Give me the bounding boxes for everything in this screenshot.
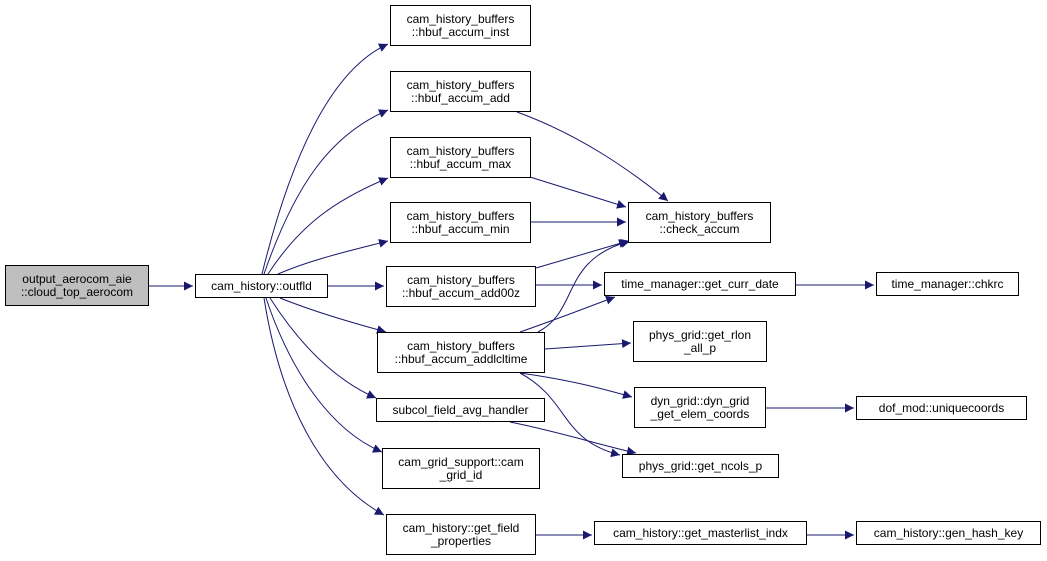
node-label: cam_history_buffers::hbuf_accum_addlclti…: [394, 338, 528, 366]
node-label-line: ::check_accum: [659, 221, 740, 236]
edge-outfld-to-accum-add: [263, 109, 389, 275]
node-label-line: _all_p: [683, 340, 716, 355]
node-accum-min[interactable]: cam_history_buffers::hbuf_accum_min: [390, 202, 531, 243]
node-label-line: _get_elem_coords: [650, 406, 750, 421]
edge-outfld-to-accum-inst: [261, 43, 389, 275]
node-label: time_manager::chkrc: [891, 276, 1004, 291]
node-label-line: ::hbuf_accum_add00z: [401, 285, 521, 300]
node-accum-max[interactable]: cam_history_buffers::hbuf_accum_max: [390, 137, 531, 178]
node-grid-id[interactable]: cam_grid_support::cam_grid_id: [382, 448, 540, 489]
node-label: output_aerocom_aie::cloud_top_aerocom: [20, 271, 134, 299]
node-label: cam_history::outfld: [211, 278, 312, 293]
node-rlon[interactable]: phys_grid::get_rlon_all_p: [633, 321, 767, 362]
node-accum-add[interactable]: cam_history_buffers::hbuf_accum_add: [390, 71, 531, 112]
edge-addlcltime-to-ncols: [519, 372, 621, 458]
node-label-line: ::hbuf_accum_max: [409, 156, 512, 171]
node-masterlist[interactable]: cam_history::get_masterlist_indx: [594, 521, 807, 545]
node-label-line: _properties: [430, 533, 492, 548]
edge-outfld-to-get-field: [263, 297, 385, 516]
node-label-line: ::hbuf_accum_inst: [411, 24, 510, 39]
node-outfld[interactable]: cam_history::outfld: [195, 274, 328, 298]
node-root: output_aerocom_aie::cloud_top_aerocom: [5, 265, 149, 306]
node-get-field[interactable]: cam_history::get_field_properties: [386, 514, 536, 555]
node-label-line: cam_history::get_masterlist_indx: [613, 525, 788, 540]
node-accum-addlcltime[interactable]: cam_history_buffers::hbuf_accum_addlclti…: [377, 332, 545, 373]
node-label: cam_history::get_masterlist_indx: [613, 525, 788, 540]
node-chkrc[interactable]: time_manager::chkrc: [876, 272, 1019, 296]
node-elem-coords[interactable]: dyn_grid::dyn_grid_get_elem_coords: [634, 387, 766, 428]
edge-accum-add00z-to-check: [535, 239, 629, 269]
node-ncols[interactable]: phys_grid::get_ncols_p: [622, 454, 779, 478]
edge-accum-add-to-check: [516, 111, 669, 202]
node-accum-inst[interactable]: cam_history_buffers::hbuf_accum_inst: [390, 5, 531, 46]
edge-outfld-to-accum-max: [267, 177, 389, 275]
node-label: cam_history_buffers::hbuf_accum_inst: [406, 11, 515, 39]
edge-outfld-to-subcol: [269, 297, 377, 399]
edge-outfld-to-grid-id: [265, 297, 383, 453]
edge-outfld-to-accum-addlcltime: [279, 297, 387, 334]
node-label-line: subcol_field_avg_handler: [392, 402, 529, 417]
node-label-line: phys_grid::get_ncols_p: [638, 458, 763, 473]
node-accum-add00z[interactable]: cam_history_buffers::hbuf_accum_add00z: [386, 266, 536, 307]
node-label-line: dyn_grid::dyn_grid: [650, 393, 750, 408]
edge-addlcltime-to-curr-date: [519, 295, 616, 333]
node-label: dof_mod::uniquecoords: [878, 400, 1005, 415]
node-hash-key[interactable]: cam_history::gen_hash_key: [856, 521, 1041, 545]
node-label-line: ::hbuf_accum_min: [411, 221, 510, 236]
node-label: phys_grid::get_ncols_p: [638, 458, 763, 473]
node-label-line: time_manager::chkrc: [891, 276, 1004, 291]
node-label-line: cam_history_buffers: [406, 208, 515, 223]
edge-outfld-to-accum-min: [277, 238, 389, 275]
node-uniquecoords[interactable]: dof_mod::uniquecoords: [856, 396, 1027, 420]
node-label: cam_history_buffers::hbuf_accum_add00z: [401, 272, 521, 300]
node-label-line: ::cloud_top_aerocom: [20, 284, 134, 299]
edge-accum-max-to-check: [529, 176, 627, 209]
node-label-line: time_manager::get_curr_date: [621, 276, 779, 291]
node-label-line: cam_history_buffers: [407, 272, 515, 287]
node-label-line: _grid_id: [439, 467, 483, 482]
node-curr-date[interactable]: time_manager::get_curr_date: [604, 272, 796, 296]
node-label-line: cam_grid_support::cam: [398, 454, 524, 469]
node-label-line: phys_grid::get_rlon: [648, 327, 752, 342]
node-label: dyn_grid::dyn_grid_get_elem_coords: [650, 393, 750, 421]
node-label-line: cam_history::get_field: [402, 520, 520, 535]
node-label: time_manager::get_curr_date: [621, 276, 779, 291]
edge-subcol-to-ncols: [509, 421, 637, 456]
node-label: cam_history_buffers::hbuf_accum_add: [406, 77, 515, 105]
node-label: cam_history_buffers::hbuf_accum_min: [406, 208, 515, 236]
node-label: phys_grid::get_rlon_all_p: [648, 327, 752, 355]
node-label-line: cam_history_buffers: [407, 338, 515, 353]
node-check-accum[interactable]: cam_history_buffers::check_accum: [628, 202, 771, 243]
node-subcol[interactable]: subcol_field_avg_handler: [376, 398, 545, 422]
node-label-line: dof_mod::uniquecoords: [878, 400, 1005, 415]
node-label-line: ::hbuf_accum_addlcltime: [394, 351, 528, 366]
node-label-line: cam_history_buffers: [645, 208, 754, 223]
node-label: cam_history_buffers::check_accum: [645, 208, 754, 236]
node-label-line: cam_history::gen_hash_key: [873, 525, 1024, 540]
node-label-line: cam_history_buffers: [406, 143, 515, 158]
node-label-line: output_aerocom_aie: [22, 271, 132, 286]
edge-addlcltime-to-rlon: [544, 339, 632, 350]
node-label-line: cam_history_buffers: [406, 11, 515, 26]
node-label-line: ::hbuf_accum_add: [411, 90, 510, 105]
node-label: cam_grid_support::cam_grid_id: [398, 454, 524, 482]
node-label-line: cam_history::outfld: [211, 278, 312, 293]
node-label: cam_history::get_field_properties: [402, 520, 520, 548]
node-label: cam_history_buffers::hbuf_accum_max: [406, 143, 515, 171]
node-label-line: cam_history_buffers: [406, 77, 515, 92]
node-label: subcol_field_avg_handler: [392, 402, 529, 417]
node-label: cam_history::gen_hash_key: [873, 525, 1024, 540]
edge-addlcltime-to-elem-coords: [519, 372, 633, 399]
